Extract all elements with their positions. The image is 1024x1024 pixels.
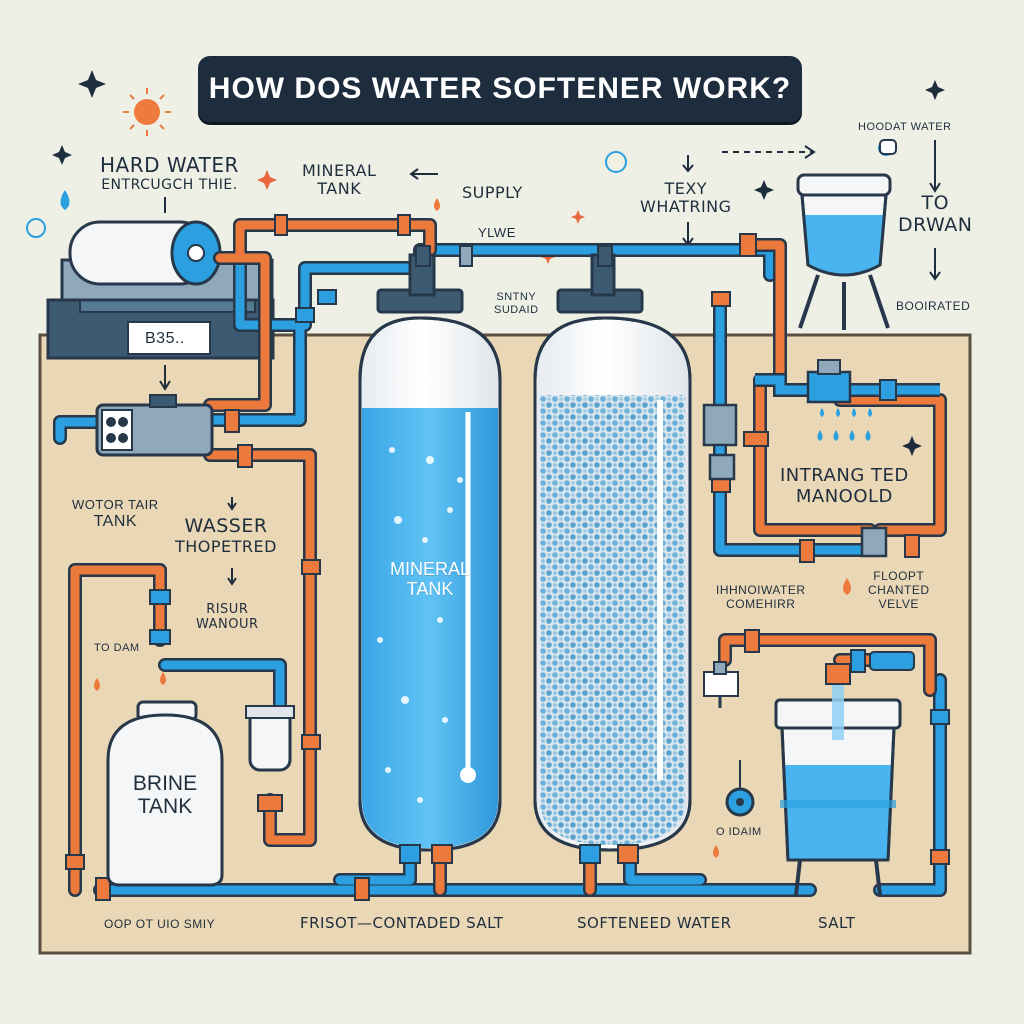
label-supply: SUPPLY xyxy=(462,183,523,202)
pipe-couplings xyxy=(65,214,950,901)
label-hard-water-line2: ENTRCUGCH THIE. xyxy=(101,177,238,193)
label-bottom-frisot: FRISOT—CONTADED SALT xyxy=(300,914,504,932)
label-sntny: SNTNY SUDAID xyxy=(494,291,539,316)
label-floopt-line2: CHANTED xyxy=(868,582,930,597)
label-o-daim: O IDAIM xyxy=(716,826,762,838)
label-to-dam: TO DAM xyxy=(94,642,140,654)
label-wotor-tank: WOTOR TAIR TANK xyxy=(72,497,159,531)
label-bottom-salt: SALT xyxy=(818,914,856,932)
side-valves xyxy=(702,403,888,558)
label-intrang: INTRANG TED MANOOLD xyxy=(780,465,909,507)
top-valves xyxy=(415,245,613,267)
label-hoodat-water: HOODAT WATER xyxy=(858,121,952,133)
label-wotor-tank-line1: WOTOR TAIR xyxy=(72,497,159,512)
brine-tank-label: BRINE TANK xyxy=(108,772,222,818)
mineral-tank-label-line1: MINERAL xyxy=(389,559,470,579)
salt-bucket xyxy=(774,651,915,896)
mineral-tank-label-line2: TANK xyxy=(406,578,454,599)
label-bottom-left: OOP OT UIO SMIY xyxy=(104,917,216,931)
label-sntny-line1: SNTNY xyxy=(496,291,537,303)
sun-icon xyxy=(123,88,171,136)
label-mineral-tank-top-line2: TANK xyxy=(317,179,362,199)
label-sntny-line2: SUDAID xyxy=(494,303,539,316)
label-wotor-tank-line2: TANK xyxy=(93,512,138,530)
label-ihhnowater: IHHNOIWATER COMEHIRR xyxy=(716,583,806,612)
faucet-icon xyxy=(703,661,739,708)
page-title: HOW DOS WATER SOFTENER WORK? xyxy=(208,72,792,105)
label-floopt-line1: FLOOPT xyxy=(873,569,925,583)
label-texy: TEXY WHATRING xyxy=(640,179,732,217)
label-floopt: FLOOPT CHANTED VELVE xyxy=(868,569,930,611)
sparkle-icon xyxy=(52,70,945,456)
label-risur-line1: RISUR xyxy=(206,602,249,617)
label-risur: RISUR WANOUR xyxy=(196,602,259,633)
label-boodrated: BOOIRATED xyxy=(896,299,971,313)
label-texy-line1: TEXY xyxy=(664,179,708,198)
cap-icon xyxy=(879,139,897,155)
water-drop-icon xyxy=(60,190,851,858)
label-to-drwan-line2: DRWAN xyxy=(898,213,973,236)
label-floopt-line3: VELVE xyxy=(878,596,919,611)
label-wasser-line1: WASSER xyxy=(184,515,268,537)
brine-tank-label-line2: TANK xyxy=(137,795,193,819)
label-ywe: YLWE xyxy=(478,225,516,240)
label-risur-line2: WANOUR xyxy=(196,616,259,632)
gauge-icon xyxy=(725,760,755,817)
label-wasser: WASSER THOPETRED xyxy=(175,515,277,556)
label-ihhnowater-line2: COMEHIRR xyxy=(726,596,796,611)
label-mineral-tank-top-line1: MINERAL xyxy=(302,161,377,180)
manifold xyxy=(755,359,940,441)
mineral-tank xyxy=(358,253,502,864)
brine-tank-label-line1: BRINE xyxy=(132,772,198,795)
label-wasser-line2: THOPETRED xyxy=(175,536,277,556)
label-to-drwan: TO DRWAN xyxy=(898,192,973,237)
brine-tank xyxy=(106,700,224,887)
label-hard-water-line1: HARD WATER xyxy=(100,153,239,177)
label-texy-line2: WHATRING xyxy=(640,197,732,217)
mineral-tank-label: MINERAL TANK xyxy=(362,559,498,600)
arrow-icon xyxy=(159,140,941,586)
label-bottom-softened: SOFTENEED WATER xyxy=(577,914,732,932)
supply-water-tank xyxy=(796,173,892,330)
resin-tank xyxy=(533,253,692,864)
meter-readout: B35.. xyxy=(145,330,185,347)
label-intrang-line2: MANOOLD xyxy=(795,485,893,507)
title-banner: HOW DOS WATER SOFTENER WORK? xyxy=(198,56,802,122)
control-valve xyxy=(95,394,214,457)
label-hard-water: HARD WATER ENTRCUGCH THIE. xyxy=(100,153,239,194)
label-ihhnowater-line1: IHHNOIWATER xyxy=(716,583,806,597)
label-to-drwan-line1: TO xyxy=(921,192,950,214)
label-intrang-line1: INTRANG TED xyxy=(780,465,909,486)
label-mineral-tank-top: MINERAL TANK xyxy=(302,161,377,199)
filter-cartridge xyxy=(245,705,295,772)
